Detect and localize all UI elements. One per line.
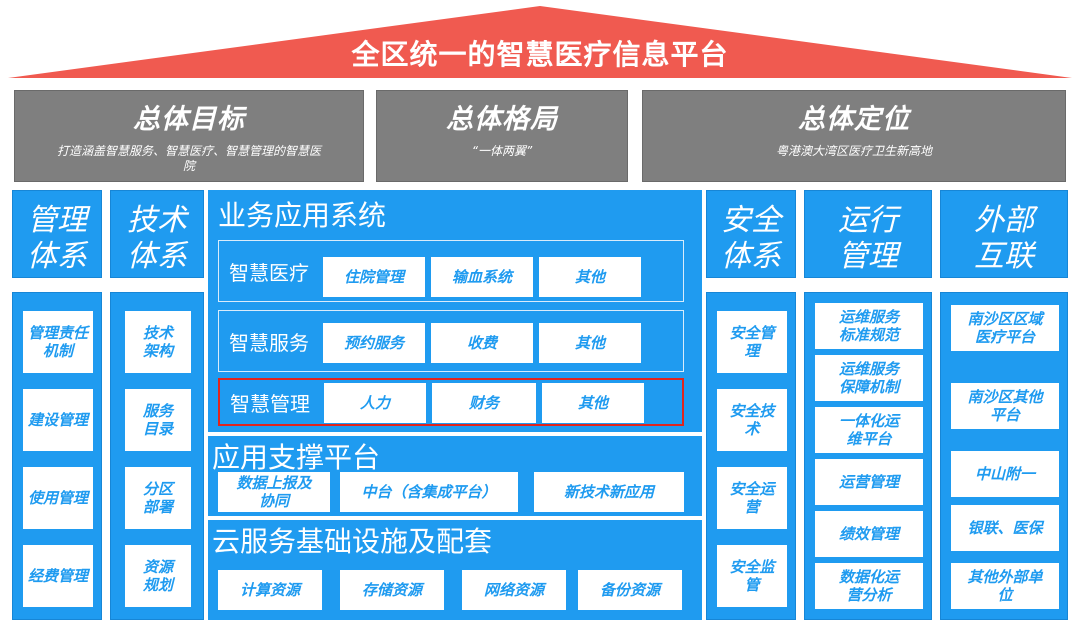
mgmt-header: 管理体系 — [12, 190, 102, 278]
tech-item: 资源规划 — [125, 545, 191, 607]
layout-block: 总体格局 “一体两翼” — [376, 90, 628, 182]
mgmt-item: 经费管理 — [23, 545, 93, 607]
external-item: 南沙区其他平台 — [951, 383, 1059, 429]
business-row-medical: 智慧医疗 住院管理 输血系统 其他 — [218, 240, 684, 302]
business-item: 收费 — [431, 323, 533, 363]
tech-header: 技术体系 — [110, 190, 204, 278]
ops-header: 运行管理 — [804, 190, 932, 278]
cloud-item: 存储资源 — [340, 570, 444, 610]
cloud-panel: 云服务基础设施及配套 计算资源 存储资源 网络资源 备份资源 — [208, 520, 702, 620]
business-row-label: 智慧服务 — [229, 330, 309, 355]
mgmt-column: 管理责任机制 建设管理 使用管理 经费管理 — [12, 292, 102, 620]
position-subtitle: 粤港澳大湾区医疗卫生新高地 — [775, 144, 932, 158]
business-item: 预约服务 — [323, 323, 425, 363]
business-item: 输血系统 — [431, 257, 533, 297]
ops-item: 数据化运营分析 — [815, 563, 923, 609]
security-item: 安全管理 — [717, 311, 787, 373]
business-row-management: 智慧管理 人力 财务 其他 — [218, 378, 684, 426]
goal-subtitle: 打造涵盖智慧服务、智慧医疗、智慧管理的智慧医院 — [56, 144, 321, 173]
external-column: 南沙区区域医疗平台 南沙区其他平台 中山附一 银联、医保 其他外部单位 — [940, 292, 1068, 620]
mgmt-item: 管理责任机制 — [23, 311, 93, 373]
external-header: 外部互联 — [940, 190, 1068, 278]
security-column: 安全管理 安全技术 安全运营 安全监管 — [706, 292, 796, 620]
ops-column: 运维服务标准规范 运维服务保障机制 一体化运维平台 运营管理 绩效管理 数据化运… — [804, 292, 932, 620]
support-panel: 应用支撑平台 数据上报及协同 中台（含集成平台） 新技术新应用 — [208, 436, 702, 516]
layout-title: 总体格局 — [446, 104, 558, 135]
business-row-service: 智慧服务 预约服务 收费 其他 — [218, 310, 684, 372]
external-item: 银联、医保 — [951, 505, 1059, 551]
business-title: 业务应用系统 — [218, 199, 387, 232]
ops-item: 运维服务保障机制 — [815, 355, 923, 401]
ops-item: 绩效管理 — [815, 511, 923, 557]
mgmt-item: 建设管理 — [23, 389, 93, 451]
roof-banner: 全区统一的智慧医疗信息平台 — [0, 0, 1080, 82]
mgmt-item: 使用管理 — [23, 467, 93, 529]
security-header-label: 安全体系 — [721, 203, 781, 274]
support-item: 新技术新应用 — [534, 472, 684, 512]
business-row-label: 智慧管理 — [230, 391, 310, 416]
business-row-label: 智慧医疗 — [229, 260, 309, 285]
platform-title: 全区统一的智慧医疗信息平台 — [351, 38, 729, 71]
security-item: 安全监管 — [717, 545, 787, 607]
tech-item: 服务目录 — [125, 389, 191, 451]
cloud-item: 计算资源 — [218, 570, 322, 610]
tech-header-label: 技术体系 — [127, 203, 187, 274]
cloud-title: 云服务基础设施及配套 — [212, 525, 493, 558]
external-header-label: 外部互联 — [974, 203, 1034, 274]
ops-header-label: 运行管理 — [838, 203, 898, 274]
tech-item: 分区部署 — [125, 467, 191, 529]
security-item: 安全技术 — [717, 389, 787, 451]
position-block: 总体定位 粤港澳大湾区医疗卫生新高地 — [642, 90, 1066, 182]
ops-item: 运维服务标准规范 — [815, 303, 923, 349]
security-item: 安全运营 — [717, 467, 787, 529]
business-item: 其他 — [539, 323, 641, 363]
tech-column: 技术架构 服务目录 分区部署 资源规划 — [110, 292, 204, 620]
business-panel: 业务应用系统 智慧医疗 住院管理 输血系统 其他 智慧服务 预约服务 收费 其他… — [208, 190, 702, 432]
ops-item: 运营管理 — [815, 459, 923, 505]
roof-shape — [8, 6, 1072, 78]
support-item: 数据上报及协同 — [218, 472, 330, 512]
support-title: 应用支撑平台 — [212, 441, 381, 474]
business-item: 住院管理 — [323, 257, 425, 297]
support-item: 中台（含集成平台） — [340, 472, 518, 512]
business-item: 财务 — [432, 383, 536, 423]
business-item: 其他 — [539, 257, 641, 297]
goal-title: 总体目标 — [133, 104, 245, 135]
cloud-item: 备份资源 — [578, 570, 682, 610]
external-item: 南沙区区域医疗平台 — [951, 305, 1059, 351]
external-item: 其他外部单位 — [951, 563, 1059, 609]
mgmt-header-label: 管理体系 — [27, 203, 87, 274]
goal-block: 总体目标 打造涵盖智慧服务、智慧医疗、智慧管理的智慧医院 — [14, 90, 364, 182]
business-item: 人力 — [324, 383, 426, 423]
ops-item: 一体化运维平台 — [815, 407, 923, 453]
security-header: 安全体系 — [706, 190, 796, 278]
position-title: 总体定位 — [798, 104, 910, 135]
tech-item: 技术架构 — [125, 311, 191, 373]
layout-subtitle: “一体两翼” — [471, 144, 533, 158]
business-item: 其他 — [542, 383, 644, 423]
external-item: 中山附一 — [951, 451, 1059, 497]
cloud-item: 网络资源 — [462, 570, 566, 610]
